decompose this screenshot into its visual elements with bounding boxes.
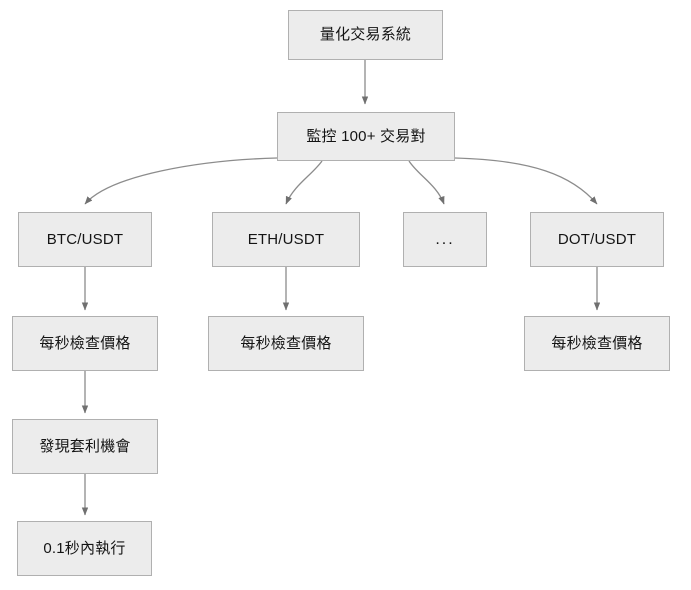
node-more-pairs[interactable]: ... (403, 212, 487, 267)
node-btc-usdt[interactable]: BTC/USDT (18, 212, 152, 267)
node-check-price-dot[interactable]: 每秒檢查價格 (524, 316, 670, 371)
node-dot-usdt-label: DOT/USDT (557, 230, 637, 248)
node-eth-usdt-label: ETH/USDT (247, 230, 325, 248)
node-system-label: 量化交易系統 (319, 26, 412, 43)
node-eth-usdt[interactable]: ETH/USDT (212, 212, 360, 267)
node-system[interactable]: 量化交易系統 (288, 10, 443, 60)
edge-monitor-to-more (408, 160, 445, 205)
node-btc-usdt-label: BTC/USDT (46, 230, 124, 248)
edge-monitor-to-dot (454, 157, 598, 205)
node-check-price-btc-label: 每秒檢查價格 (39, 334, 131, 352)
edge-monitor-to-eth (285, 160, 323, 205)
node-check-price-btc[interactable]: 每秒檢查價格 (12, 316, 158, 371)
node-arbitrage-opportunity-label: 發現套利機會 (39, 437, 131, 455)
node-more-pairs-label: ... (435, 230, 455, 248)
node-check-price-eth[interactable]: 每秒檢查價格 (208, 316, 364, 371)
edge-monitor-to-btc (84, 157, 278, 205)
node-execute-within-0.1s-label: 0.1秒內執行 (43, 539, 126, 557)
node-check-price-eth-label: 每秒檢查價格 (240, 334, 332, 352)
node-arbitrage-opportunity[interactable]: 發現套利機會 (12, 419, 158, 474)
node-execute-within-0.1s[interactable]: 0.1秒內執行 (17, 521, 152, 576)
node-check-price-dot-label: 每秒檢查價格 (551, 334, 643, 352)
node-monitor[interactable]: 監控 100+ 交易對 (277, 112, 455, 161)
node-dot-usdt[interactable]: DOT/USDT (530, 212, 664, 267)
node-monitor-label: 監控 100+ 交易對 (306, 127, 426, 145)
